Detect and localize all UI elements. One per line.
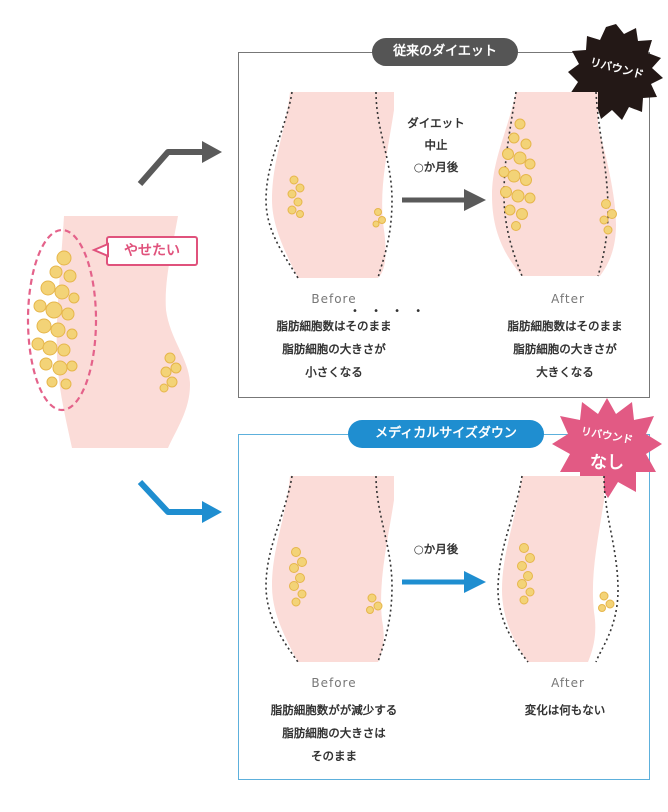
left-body-silhouette bbox=[56, 216, 190, 448]
top-after-outline-left bbox=[503, 91, 523, 277]
top-after-line-1: 脂肪細胞数はそのまま bbox=[507, 319, 623, 333]
left-fat-cluster-small bbox=[159, 352, 182, 393]
top-after-fat-cluster bbox=[498, 118, 536, 231]
top-before-line-3: 小さくなる bbox=[305, 365, 363, 379]
top-before-fat-cluster bbox=[287, 175, 305, 218]
bottom-before-fat-cluster bbox=[289, 547, 307, 607]
top-step-text: ダイエット 中止 ○か月後 bbox=[396, 112, 476, 178]
bottom-before-heading: Before bbox=[311, 676, 357, 690]
top-before-fat-cluster-small bbox=[372, 208, 386, 228]
callout-tail-icon bbox=[91, 242, 109, 258]
no-rebound-burst-icon bbox=[552, 398, 662, 498]
bottom-step-text: ○か月後 bbox=[396, 538, 476, 560]
bottom-after-line-1: 変化は何もない bbox=[524, 703, 606, 717]
top-before-line-1: 脂肪細胞数はそのまま bbox=[276, 319, 392, 333]
arrow-down-right-icon bbox=[137, 479, 206, 515]
arrow-up-right-head bbox=[202, 141, 222, 163]
bottom-before-line-1: 脂肪細胞数がが減少する bbox=[270, 703, 398, 717]
left-fat-cluster bbox=[31, 250, 80, 390]
arrow-right-icon bbox=[402, 189, 486, 211]
no-rebound-burst-shape bbox=[552, 398, 662, 498]
bottom-after-fat-cluster bbox=[517, 543, 535, 605]
top-after-line-3: 大きくなる bbox=[536, 365, 594, 379]
top-step-line-2: 中止 bbox=[424, 138, 448, 152]
medical-size-down-title: メディカルサイズダウン bbox=[348, 420, 544, 448]
want-slim-callout: やせたい bbox=[106, 236, 198, 266]
bottom-step-line-1: ○か月後 bbox=[413, 542, 459, 556]
bottom-before-line-3: そのまま bbox=[311, 749, 357, 763]
top-step-line-3: ○か月後 bbox=[413, 160, 459, 174]
top-after-line-2: 脂肪細胞の大きさが bbox=[513, 342, 617, 356]
blue-arrow-right-icon bbox=[402, 571, 486, 593]
conventional-diet-title: 従来のダイエット bbox=[372, 38, 518, 66]
want-slim-text: やせたい bbox=[124, 243, 180, 259]
bottom-before-fat-cluster-small bbox=[366, 593, 383, 614]
arrow-up-right-icon bbox=[137, 149, 206, 186]
left-fat-highlight-ellipse bbox=[26, 228, 98, 412]
no-rebound-badge-line-2: なし bbox=[590, 453, 624, 473]
top-step-line-1: ダイエット bbox=[407, 116, 465, 130]
top-before-outline-left bbox=[265, 91, 299, 279]
top-after-outline-right bbox=[595, 91, 609, 277]
top-before-heading: Before bbox=[311, 292, 357, 306]
top-after-fat-cluster-small bbox=[599, 199, 617, 235]
arrow-down-right-head bbox=[202, 501, 222, 523]
emphasis-dots: • • • • bbox=[352, 306, 428, 317]
bottom-after-heading: After bbox=[551, 676, 585, 690]
bottom-after-fat-cluster-small bbox=[598, 591, 615, 612]
top-before-line-2: 脂肪細胞の大きさが bbox=[282, 342, 386, 356]
bottom-before-line-2: 脂肪細胞の大きさは bbox=[282, 726, 386, 740]
top-after-heading: After bbox=[551, 292, 585, 306]
